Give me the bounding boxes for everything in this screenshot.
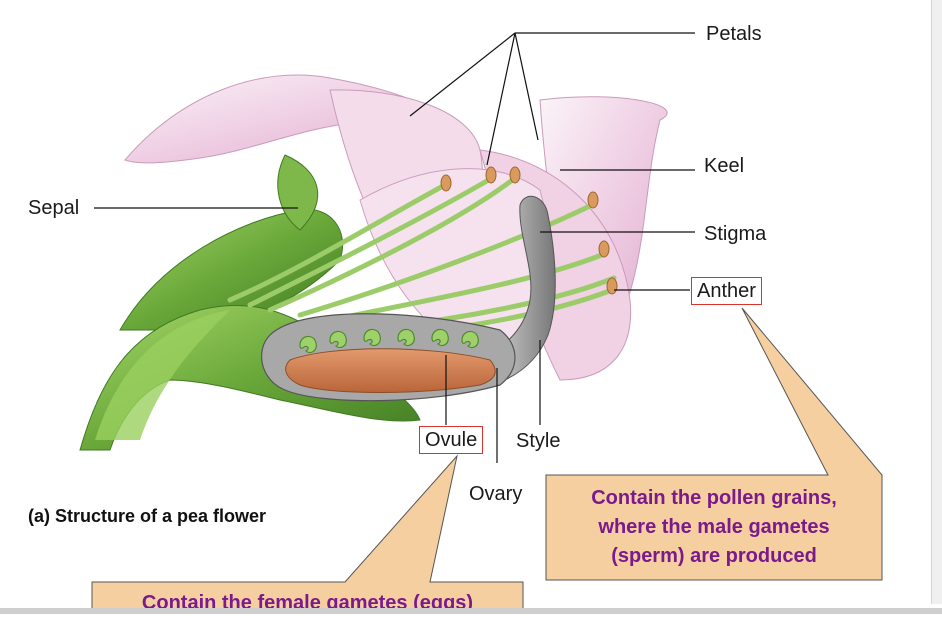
petals-shape: [124, 74, 668, 381]
anther-callout-line-1: Contain the pollen grains,: [591, 487, 837, 509]
scrollbar-right[interactable]: [931, 0, 942, 604]
anther-callout-shape: [545, 307, 883, 581]
label-anther: Anther: [691, 277, 762, 305]
ovules: [299, 328, 479, 354]
label-stigma: Stigma: [704, 223, 767, 245]
label-petals: Petals: [706, 23, 762, 45]
anthers: [440, 166, 618, 295]
ovary-shape: [261, 313, 516, 402]
label-ovule: Ovule: [419, 426, 484, 454]
anther-callout-text: Contain the pollen grains, where the mal…: [546, 484, 882, 571]
leader-lines: [94, 32, 695, 463]
anther-callout-line-3: (sperm) are produced: [611, 545, 817, 567]
label-keel: Keel: [704, 155, 745, 177]
label-style: Style: [516, 430, 561, 452]
figure-caption: (a) Structure of a pea flower: [28, 506, 267, 526]
anther-callout-line-2: where the male gametes: [598, 516, 830, 538]
scrollbar-bottom[interactable]: [0, 608, 942, 614]
label-ovary: Ovary: [469, 483, 523, 505]
ovule-callout-shape: [91, 454, 524, 614]
label-sepal: Sepal: [28, 197, 80, 219]
